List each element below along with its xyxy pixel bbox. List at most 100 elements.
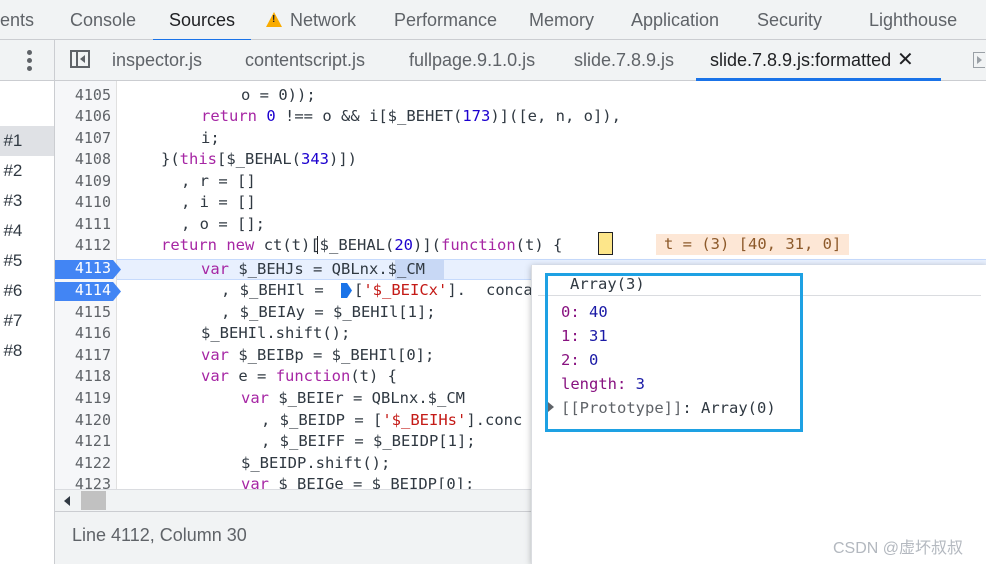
code-line: , o = []; (181, 215, 265, 233)
devtools-panel-tabbar: ents Console Sources Network Performance… (0, 0, 986, 41)
tab-console[interactable]: Console (70, 10, 137, 30)
thread-item-4[interactable]: t #4 (0, 221, 23, 240)
code-token[interactable]: (t) { (515, 236, 563, 254)
file-tab-slide[interactable]: slide.7.8.9.js (574, 50, 675, 70)
tab-security[interactable]: Security (757, 10, 823, 30)
code-token: '$_BEIHs' (382, 411, 467, 429)
entry-value: 40 (589, 303, 608, 321)
code-token: (t) { (350, 367, 398, 385)
code-token: var (201, 260, 229, 278)
scrollbar-thumb[interactable] (81, 491, 106, 510)
thread-item-6[interactable]: t #6 (0, 281, 23, 300)
code-line: var e = function(t) { (201, 365, 397, 387)
entry-value: 3 (635, 375, 646, 393)
line-number: 4117 (74, 346, 111, 364)
code-line: $_BEHIl.shift(); (201, 324, 351, 342)
tab-network-label: Network (290, 10, 357, 30)
expand-arrow-icon[interactable] (548, 402, 554, 412)
code-line: , r = [] (181, 172, 256, 190)
line-number: 4121 (74, 432, 111, 450)
code-token: }( (161, 150, 180, 168)
thread-item-2[interactable]: t #2 (0, 161, 23, 180)
active-tab-indicator (696, 78, 941, 81)
code-token: var (201, 367, 229, 385)
line-number: 4108 (74, 150, 111, 168)
array-entry: 1: 31 (561, 327, 608, 345)
text-caret (317, 236, 318, 254)
code-token: var (241, 475, 269, 489)
breakpoint-marker[interactable] (55, 260, 121, 279)
file-tab-inspector[interactable]: inspector.js (112, 50, 203, 70)
code-token: function (275, 367, 351, 385)
thread-item-7[interactable]: t #7 (0, 311, 23, 330)
code-token: )]) (329, 150, 357, 168)
file-tab-fullpage[interactable]: fullpage.9.1.0.js (409, 50, 536, 70)
code-line: var $_BEHJs = QBLnx.$_CM (201, 258, 425, 280)
code-line: o = 0)); (241, 86, 316, 104)
line-number: 4113 (74, 259, 111, 277)
code-token: 0 (266, 107, 276, 125)
file-tabbar: inspector.js contentscript.js fullpage.9… (55, 40, 986, 81)
code-token: ].conc (466, 411, 523, 429)
entry-key: length (561, 375, 617, 393)
line-number: 4109 (74, 172, 111, 190)
code-line: i; (201, 129, 220, 147)
breakpoint-marker[interactable] (55, 282, 121, 301)
line-number: 4115 (74, 303, 111, 321)
entry-key: 1 (561, 327, 571, 345)
tab-network[interactable]: Network (266, 0, 356, 40)
code-token: , $_BEIDP = [ (261, 411, 383, 429)
code-line: var $_BEIBp = $_BEHIl[0]; (201, 344, 434, 366)
thread-item-3[interactable]: t #3 (0, 191, 23, 210)
tab-elements[interactable]: ents (0, 10, 35, 30)
code-token: [ (354, 281, 364, 299)
toggle-navigator-icon[interactable] (70, 50, 90, 68)
code-line: , $_BEIDP = ['$_BEIHs'].conc (261, 409, 522, 431)
inline-breakpoint-icon[interactable] (341, 283, 352, 298)
line-number: 4116 (74, 324, 111, 342)
code-token: ct(t)[$_BEHAL( (263, 236, 395, 254)
scroll-left-icon[interactable] (64, 496, 70, 506)
entry-value: 0 (589, 351, 599, 369)
close-icon[interactable]: ✕ (897, 49, 914, 71)
code-line: var $_BEIGe = $_BEIDP[0]; (241, 473, 474, 489)
code-token: 173 (462, 107, 491, 125)
code-token: '$_BEICx' (363, 281, 448, 299)
line-number: 4106 (74, 107, 111, 125)
line-number: 4111 (74, 215, 111, 233)
entry-value: 31 (589, 327, 608, 345)
cursor-position: Line 4112, Column 30 (72, 525, 247, 545)
code-line: var $_BEIEr = QBLnx.$_CM (241, 387, 465, 409)
code-token: e = (238, 367, 267, 385)
divider (538, 295, 981, 296)
array-entry: 0: 40 (561, 303, 608, 321)
code-token: !== o && i[$_BEHET( (275, 107, 463, 125)
thread-item-8[interactable]: t #8 (0, 341, 23, 360)
line-number: 4120 (74, 411, 111, 429)
code-token: $_BEIBp = $_BEHIl[0]; (238, 346, 435, 364)
inline-breakpoint-icon[interactable] (473, 283, 484, 298)
entry-key: [[Prototype]] (561, 399, 683, 417)
code-token: $_BEIGe = $_BEIDP[0]; (278, 475, 475, 489)
line-number: 4114 (74, 281, 111, 299)
thread-item-5[interactable]: t #5 (0, 251, 23, 270)
tab-application[interactable]: Application (631, 10, 720, 30)
prototype-entry[interactable]: [[Prototype]]: Array(0) (561, 399, 776, 417)
tab-lighthouse[interactable]: Lighthouse (869, 10, 958, 30)
tab-sources[interactable]: Sources (152, 0, 252, 41)
code-token: [$_BEHAL( (217, 150, 301, 168)
tab-memory[interactable]: Memory (529, 10, 595, 30)
code-token: ]. (447, 281, 467, 299)
file-tab-slide-formatted[interactable]: slide.7.8.9.js:formatted (710, 50, 892, 70)
popover-title[interactable]: Array(3) (570, 275, 645, 293)
code-token: new (226, 236, 255, 254)
code-token: )]([e, n, o]), (490, 107, 621, 125)
thread-item-1[interactable]: t #1 (0, 126, 54, 156)
line-number: 4122 (74, 454, 111, 472)
file-tab-contentscript[interactable]: contentscript.js (245, 50, 366, 70)
variable-hover-popover[interactable]: Array(3) 0: 40 1: 31 2: 0 length: 3 [[Pr… (531, 265, 986, 564)
code-token: )]( (413, 236, 442, 254)
more-options-icon[interactable] (27, 50, 33, 72)
tab-performance[interactable]: Performance (394, 10, 498, 30)
more-tabs-icon[interactable] (973, 52, 985, 68)
